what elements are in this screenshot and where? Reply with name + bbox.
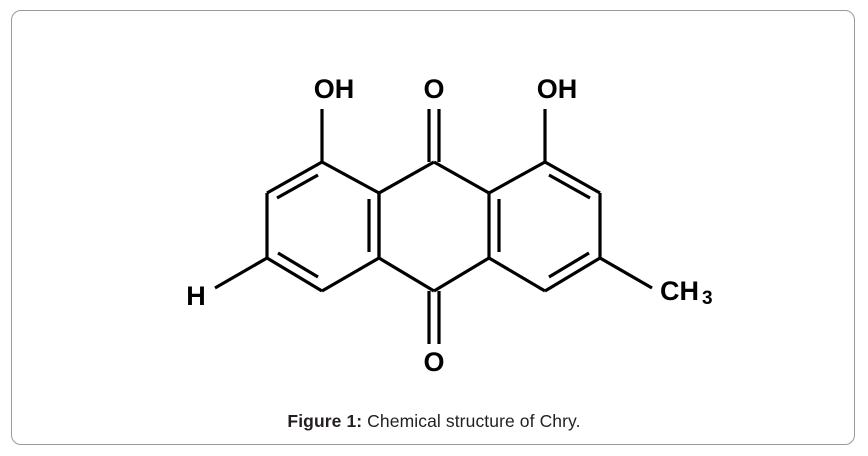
methyl-label: CH — [660, 276, 699, 306]
bond-left-ring-top-left — [266, 160, 323, 195]
structure-svg: OH O OH O H CH 3 — [186, 74, 713, 377]
bond-middle-ring-top-left — [378, 160, 435, 195]
bond-middle-ring-bottom-left — [378, 256, 435, 293]
hydroxyl-left-label: OH — [314, 74, 355, 104]
bond-left-ring-top-right — [321, 160, 380, 195]
bond-right-ring-top-left — [488, 160, 546, 195]
figure-panel: OH O OH O H CH 3 Figure 1: Chemical stru… — [11, 10, 855, 445]
bond-methyl-right — [599, 256, 653, 290]
bond-hydrogen-left — [214, 256, 268, 290]
figure-number: Figure 1: — [287, 411, 363, 431]
bond-middle-ring-top-right — [433, 160, 490, 195]
carbonyl-bottom-label: O — [423, 347, 444, 377]
bond-left-ring-top-left-double — [276, 173, 319, 200]
bond-right-ring-top-right — [544, 160, 601, 195]
hydrogen-left-label: H — [186, 281, 206, 311]
hydroxyl-right-label: OH — [537, 74, 578, 104]
caption-description: Chemical structure of Chry. — [362, 411, 581, 431]
bond-right-ring-bottom-right-double — [548, 251, 590, 279]
chemical-structure-diagram: OH O OH O H CH 3 — [12, 11, 856, 386]
bond-right-ring-top-right-double — [548, 173, 591, 200]
bond-left-ring-bottom-left — [266, 256, 323, 293]
methyl-subscript-label: 3 — [702, 288, 713, 309]
carbonyl-top-label: O — [423, 74, 444, 104]
bond-right-ring-bottom-left — [488, 256, 546, 293]
figure-caption: Figure 1: Chemical structure of Chry. — [12, 411, 856, 432]
bond-left-ring-bottom-right — [321, 256, 380, 293]
bond-right-ring-bottom-right — [544, 256, 601, 293]
bond-middle-ring-bottom-right — [433, 256, 490, 293]
bond-left-ring-bottom-left-double — [277, 251, 319, 279]
bond-skeleton — [214, 109, 653, 344]
